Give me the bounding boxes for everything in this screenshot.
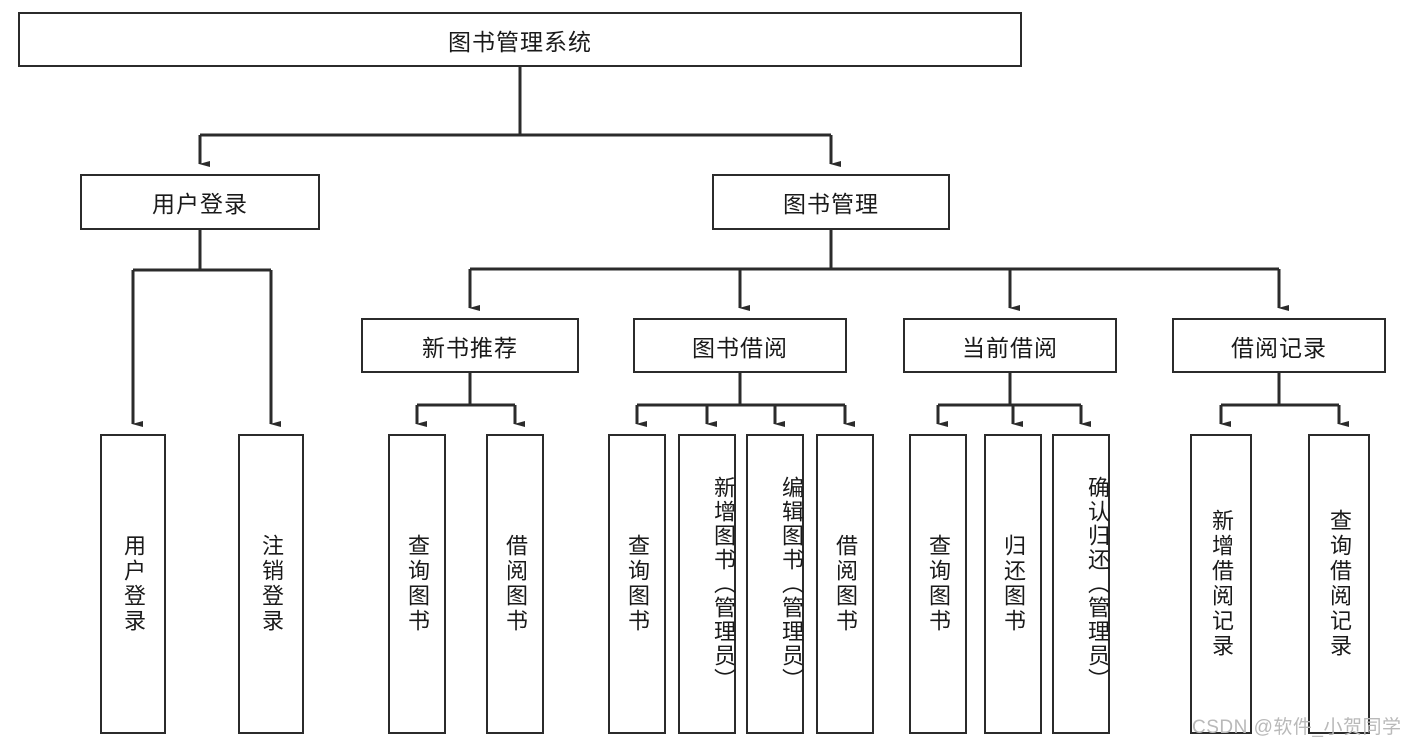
node-leaf-add-book[interactable]: 新增图书（管理员）: [678, 434, 736, 734]
node-label: 图书管理系统: [448, 28, 592, 55]
node-label: 用户登录: [121, 534, 146, 634]
node-current-borrow[interactable]: 当前借阅: [903, 318, 1117, 373]
node-book-manage[interactable]: 图书管理: [712, 174, 950, 230]
node-label: 新增借阅记录: [1209, 509, 1234, 659]
node-label: 查询图书: [405, 534, 430, 634]
node-label: 归还图书: [1001, 534, 1026, 634]
node-label: 编辑图书（管理员）: [779, 476, 804, 692]
node-label: 图书借阅: [692, 334, 788, 361]
node-leaf-confirm-return[interactable]: 确认归还（管理员）: [1052, 434, 1110, 734]
node-label: 查询图书: [926, 534, 951, 634]
node-label: 当前借阅: [962, 334, 1058, 361]
node-book-borrow[interactable]: 图书借阅: [633, 318, 847, 373]
node-leaf-logout[interactable]: 注销登录: [238, 434, 304, 734]
node-label: 注销登录: [259, 534, 284, 634]
node-label: 借阅图书: [833, 534, 858, 634]
node-label: 查询借阅记录: [1327, 509, 1352, 659]
node-leaf-edit-book[interactable]: 编辑图书（管理员）: [746, 434, 804, 734]
node-label: 用户登录: [152, 191, 248, 217]
node-label: 借阅记录: [1231, 334, 1327, 361]
node-borrow-record[interactable]: 借阅记录: [1172, 318, 1386, 373]
node-label: 新书推荐: [422, 334, 518, 361]
node-leaf-borrow-book-2[interactable]: 借阅图书: [816, 434, 874, 734]
node-label: 查询图书: [625, 534, 650, 634]
node-root-system[interactable]: 图书管理系统: [18, 12, 1022, 67]
node-new-book-recommend[interactable]: 新书推荐: [361, 318, 579, 373]
node-leaf-query-book-2[interactable]: 查询图书: [608, 434, 666, 734]
node-label: 图书管理: [783, 191, 879, 217]
node-label: 新增图书（管理员）: [711, 476, 736, 692]
node-leaf-query-book-3[interactable]: 查询图书: [909, 434, 967, 734]
node-label: 确认归还（管理员）: [1085, 476, 1110, 692]
node-leaf-user-login[interactable]: 用户登录: [100, 434, 166, 734]
node-user-login[interactable]: 用户登录: [80, 174, 320, 230]
node-leaf-query-book-1[interactable]: 查询图书: [388, 434, 446, 734]
node-leaf-return-book[interactable]: 归还图书: [984, 434, 1042, 734]
csdn-watermark: CSDN @软件_小贺同学: [1192, 717, 1402, 738]
node-leaf-query-record[interactable]: 查询借阅记录: [1308, 434, 1370, 734]
node-label: 借阅图书: [503, 534, 528, 634]
node-leaf-add-record[interactable]: 新增借阅记录: [1190, 434, 1252, 734]
node-leaf-borrow-book-1[interactable]: 借阅图书: [486, 434, 544, 734]
